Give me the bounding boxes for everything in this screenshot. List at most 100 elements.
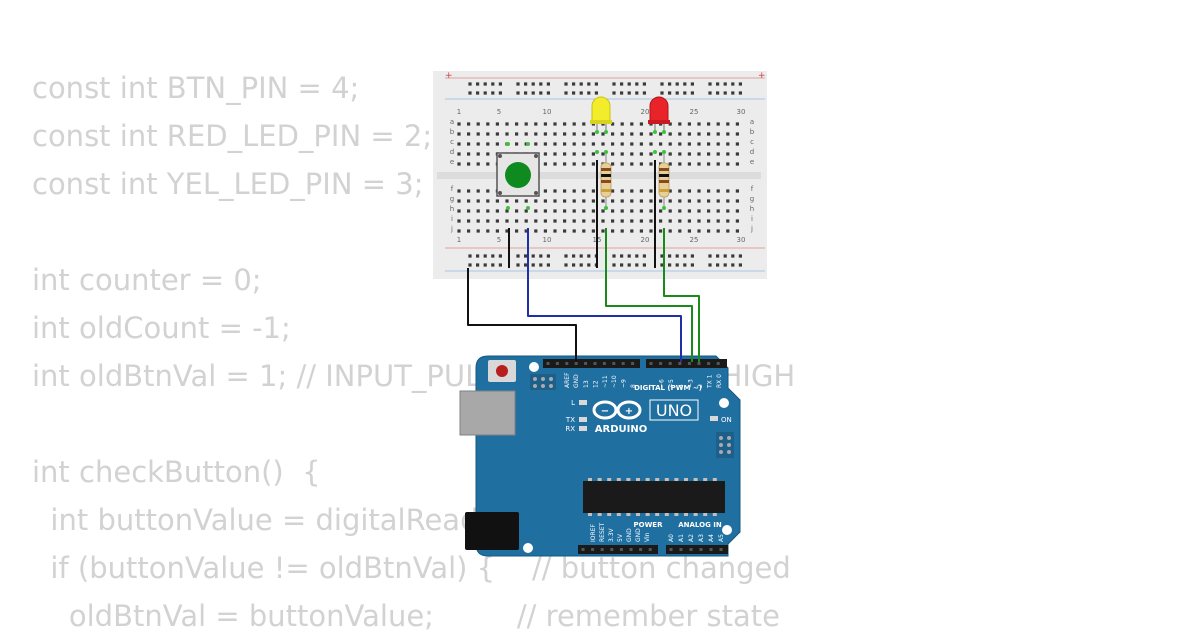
breadboard-hole (735, 229, 739, 233)
resistor-yellow-led[interactable] (595, 150, 612, 210)
wire-red-led-to-pin-2[interactable] (663, 228, 700, 362)
breadboard-hole (486, 162, 490, 166)
breadboard-hole (563, 162, 567, 166)
breadboard-hole (630, 189, 634, 193)
breadboard-hole (531, 82, 535, 86)
breadboard-hole (697, 189, 701, 193)
col-num-top: 10 (543, 108, 552, 116)
breadboard-hole (687, 132, 691, 136)
pin-label: A3 (698, 534, 705, 542)
breadboard-hole (668, 91, 672, 95)
analog-header (666, 545, 728, 554)
col-num-bottom: 5 (497, 236, 501, 244)
breadboard-hole (476, 152, 480, 156)
wire-button-to-pin-4[interactable] (527, 228, 682, 362)
chip-pin (703, 513, 708, 516)
breadboard-hole (476, 162, 480, 166)
uno-badge (649, 399, 699, 421)
breadboard-hole (620, 142, 624, 146)
breadboard-hole (649, 162, 653, 166)
breadboard-hole (735, 209, 739, 213)
breadboard-hole (642, 91, 646, 95)
breadboard-hole (635, 82, 639, 86)
wire-gnd-to-arduino[interactable] (467, 268, 577, 362)
breadboard-hole (524, 132, 528, 136)
red-led[interactable] (648, 96, 670, 134)
push-button[interactable] (496, 142, 540, 210)
breadboard-hole (483, 254, 487, 258)
breadboard-hole (498, 254, 502, 258)
breadboard-hole (591, 219, 595, 223)
breadboard-hole (731, 91, 735, 95)
breadboard-hole (515, 199, 519, 203)
resistor-band (659, 174, 669, 177)
row-letter-right: i (751, 215, 753, 223)
breadboard-hole (483, 263, 487, 267)
header-pin (679, 548, 683, 551)
breadboard-hole (579, 82, 583, 86)
breadboard-hole (639, 152, 643, 156)
arduino-brand: ARDUINO (595, 424, 647, 435)
breadboard-hole (707, 189, 711, 193)
breadboard-hole (476, 82, 480, 86)
breadboard-hole (668, 219, 672, 223)
push-button-cap[interactable] (505, 162, 531, 188)
breadboard-hole (668, 263, 672, 267)
icsp-pin (719, 436, 723, 440)
breadboard-hole (697, 219, 701, 223)
breadboard-hole (611, 162, 615, 166)
breadboard-hole (668, 162, 672, 166)
yellow-led-body (591, 96, 611, 123)
breadboard-hole (612, 254, 616, 258)
yellow-led[interactable] (590, 96, 612, 134)
breadboard-hole (476, 91, 480, 95)
breadboard-hole (582, 132, 586, 136)
breadboard-hole (697, 229, 701, 233)
col-num-bottom: 25 (690, 236, 699, 244)
breadboard-hole (515, 229, 519, 233)
red-led-body (649, 96, 669, 123)
breadboard-hole (687, 189, 691, 193)
breadboard-hole (707, 209, 711, 213)
header-pin (659, 362, 663, 365)
breadboard-hole (457, 199, 461, 203)
breadboard-hole (495, 199, 499, 203)
breadboard-hole (515, 132, 519, 136)
breadboard-hole (457, 229, 461, 233)
chip-pin (664, 513, 669, 516)
breadboard-hole (611, 132, 615, 136)
breadboard-hole (582, 162, 586, 166)
row-letter-left: g (450, 195, 454, 203)
pin-label: 3.3V (608, 527, 615, 542)
breadboard-hole (690, 91, 694, 95)
breadboard-hole (668, 142, 672, 146)
resistor-red-led[interactable] (653, 150, 670, 210)
breadboard-hole (553, 122, 557, 126)
breadboard-hole (582, 189, 586, 193)
reset-button[interactable] (496, 365, 508, 377)
breadboard-hole (668, 199, 672, 203)
breadboard-hole (723, 263, 727, 267)
wire-yellow-led-to-pin-3[interactable] (605, 228, 693, 362)
breadboard-hole (531, 263, 535, 267)
code-line-5: int counter = 0; (32, 263, 262, 297)
breadboard-hole (457, 132, 461, 136)
breadboard-hole (587, 91, 591, 95)
chip-pin (664, 478, 669, 481)
breadboard-hole (716, 219, 720, 223)
breadboard-hole (630, 152, 634, 156)
breadboard-hole (659, 209, 663, 213)
mounting-hole (529, 362, 539, 372)
breadboard-hole (534, 132, 538, 136)
header-pin (581, 548, 585, 551)
breadboard-hole (543, 209, 547, 213)
breadboard-hole (726, 132, 730, 136)
uno-label: UNO (656, 401, 692, 420)
header-pin (697, 362, 701, 365)
row-letter-left: c (450, 138, 454, 146)
breadboard-hole (708, 254, 712, 258)
breadboard-hole (563, 142, 567, 146)
breadboard-hole (697, 142, 701, 146)
breadboard-hole (476, 199, 480, 203)
